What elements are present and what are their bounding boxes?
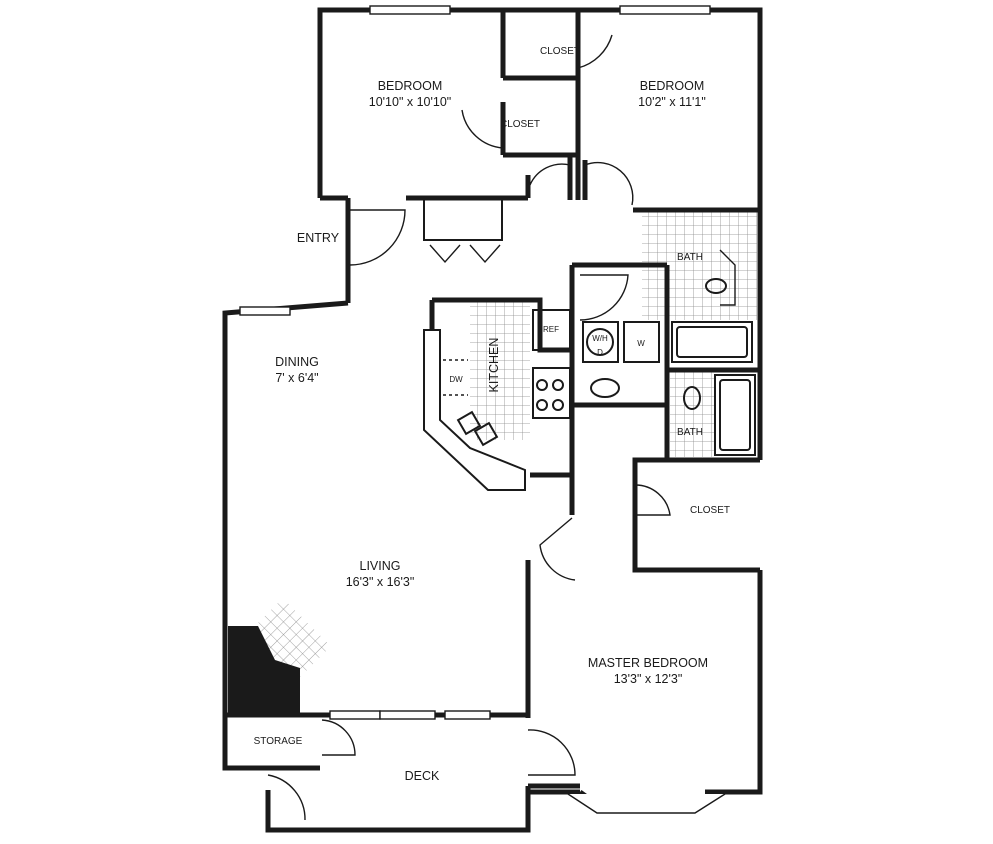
dining-size: 7' x 6'4" [275,371,318,385]
fireplace [228,626,300,713]
master-bedroom-size: 13'3" x 12'3" [614,672,683,686]
bath-fixtures [590,278,756,456]
tile-areas [243,210,757,686]
closet-middle-label: CLOSET [500,119,540,130]
living-size: 16'3" x 16'3" [346,575,415,589]
ref-label: REF [543,325,559,334]
dining-name: DINING [275,355,319,369]
room-labels: BEDROOM 10'10" x 10'10" BEDROOM 10'2" x … [254,46,730,783]
bedroom-right-size: 10'2" x 11'1" [638,95,706,109]
bedroom-left-size: 10'10" x 10'10" [369,95,451,109]
entry-label: ENTRY [297,231,340,245]
bath-lower-label: BATH [677,427,703,438]
living-name: LIVING [360,559,401,573]
washer-dryer-label: W/H [592,334,608,343]
windows [239,5,726,814]
dryer-label: D [597,348,603,357]
door-swings [267,20,736,821]
dw-label: DW [449,375,463,384]
kitchen-label: KITCHEN [487,338,501,393]
bedroom-right-name: BEDROOM [640,79,705,93]
master-bedroom-name: MASTER BEDROOM [588,656,708,670]
deck-label: DECK [405,769,440,783]
washer-label: W [637,339,645,348]
kitchen-counter [423,309,571,491]
storage-label: STORAGE [254,736,303,747]
closet-top-label: CLOSET [540,46,580,57]
bedroom-left-name: BEDROOM [378,79,443,93]
laundry-fixtures [582,321,660,363]
closet-master-label: CLOSET [690,505,730,516]
bath-upper-label: BATH [677,252,703,263]
